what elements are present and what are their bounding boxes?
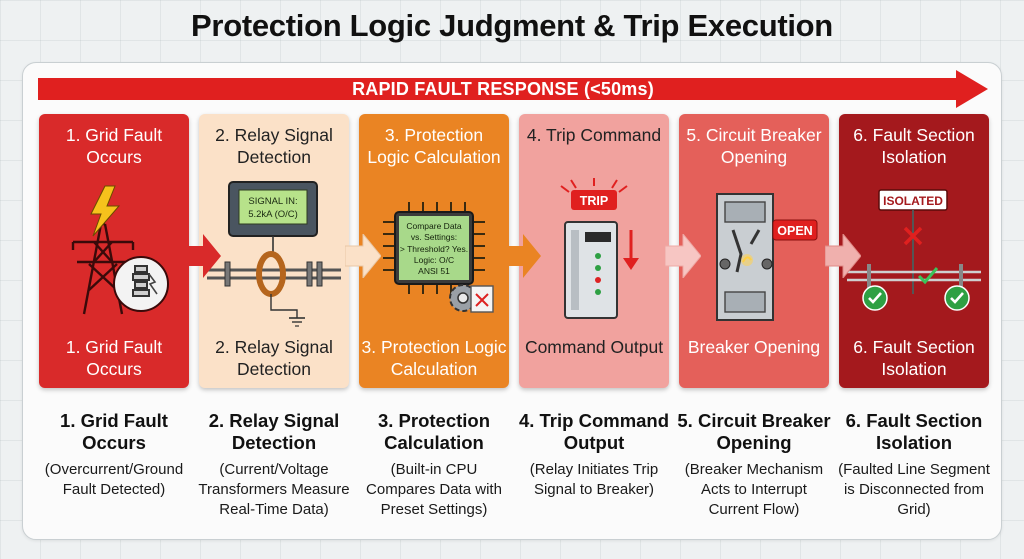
description-title: 1. Grid Fault Occurs: [60, 410, 168, 453]
arrow-right-icon: [185, 234, 221, 278]
card-title: 1. Grid Fault Occurs: [65, 125, 163, 167]
card-caption: 3. Protection Logic Calculation: [361, 337, 507, 379]
arrow-right-icon: [345, 234, 381, 278]
card-title: 4. Trip Command: [526, 125, 662, 145]
description-title: 5. Circuit Breaker Opening: [677, 410, 831, 453]
isolated-line-icon: ISOLATED: [847, 189, 981, 311]
card-title: 5. Circuit Breaker Opening: [686, 125, 822, 167]
step-description-5: 5. Circuit Breaker Opening (Breaker Mech…: [674, 410, 834, 520]
description-title: 6. Fault Section Isolation: [845, 410, 983, 453]
step-description-1: 1. Grid Fault Occurs (Overcurrent/Ground…: [34, 410, 194, 500]
current-transformer-icon: SIGNAL IN: 5.2kA (O/C): [207, 181, 341, 327]
relay-display-line1: SIGNAL IN:: [248, 196, 297, 207]
chip-line1: Compare Data: [406, 221, 462, 231]
description-title: 4. Trip Command Output: [518, 410, 670, 453]
card-title: 3. Protection Logic Calculation: [367, 125, 501, 167]
card-caption: Command Output: [524, 337, 664, 357]
step-card-protection-logic: 3. Protection Logic Calculation Compare: [359, 114, 509, 388]
trip-relay-icon: TRIP: [560, 178, 639, 319]
circuit-breaker-icon: OPEN: [716, 193, 818, 321]
trip-badge: TRIP: [580, 194, 608, 208]
step-card-fault-isolation: 6. Fault Section Isolation ISOLATED 6. F…: [839, 114, 989, 388]
banner-arrow-icon: [38, 70, 988, 108]
arrow-right-icon: [505, 234, 541, 278]
step-card-grid-fault: 1. Grid Fault Occurs 1. Grid Fault Occur…: [39, 114, 189, 388]
cpu-chip-icon: Compare Data vs. Settings: > Threshold? …: [383, 202, 494, 313]
card-title: 2. Relay Signal Detection: [215, 125, 333, 167]
step-card-trip-command: 4. Trip Command TRIP Command Output: [519, 114, 669, 388]
open-badge: OPEN: [777, 224, 812, 238]
card-caption: Breaker Opening: [687, 337, 821, 357]
chip-line2: vs. Settings:: [411, 232, 457, 242]
description-text: (Built-in CPU Compares Data with Preset …: [366, 461, 502, 518]
banner-label: RAPID FAULT RESPONSE (<50ms): [352, 79, 654, 99]
step-description-6: 6. Fault Section Isolation (Faulted Line…: [834, 410, 994, 520]
page-title: Protection Logic Judgment & Trip Executi…: [191, 8, 833, 43]
card-caption: 1. Grid Fault Occurs: [65, 337, 163, 379]
description-text: (Overcurrent/Ground Fault Detected): [44, 461, 184, 498]
isolated-badge: ISOLATED: [883, 194, 943, 208]
step-description-4: 4. Trip Command Output (Relay Initiates …: [514, 410, 674, 500]
response-banner: RAPID FAULT RESPONSE (<50ms): [38, 70, 988, 108]
step-card-breaker-opening: 5. Circuit Breaker Opening OPEN Breaker …: [679, 114, 829, 388]
check-icon-left: [862, 285, 888, 311]
description-text: (Current/Voltage Transformers Measure Re…: [198, 461, 350, 518]
chip-line5: ANSI 51: [418, 266, 450, 276]
arrow-right-icon: [665, 234, 701, 278]
step-card-relay-signal: 2. Relay Signal Detection SIGNAL IN: 5.2…: [199, 114, 349, 388]
chip-line3: > Threshold? Yes.: [400, 244, 468, 254]
description-text: (Breaker Mechanism Acts to Interrupt Cur…: [684, 461, 824, 518]
card-caption: 6. Fault Section Isolation: [853, 337, 975, 379]
description-text: (Faulted Line Segment is Disconnected fr…: [838, 461, 990, 518]
card-title: 6. Fault Section Isolation: [853, 125, 975, 167]
check-icon-right: [944, 285, 970, 311]
description-title: 3. Protection Calculation: [377, 410, 491, 453]
relay-display-line2: 5.2kA (O/C): [248, 209, 298, 220]
card-caption: 2. Relay Signal Detection: [215, 337, 333, 379]
arrow-right-icon: [825, 234, 861, 278]
transmission-tower-lightning-icon: [71, 185, 169, 315]
description-text: (Relay Initiates Trip Signal to Breaker): [529, 461, 659, 498]
chip-line4: Logic: O/C: [414, 255, 454, 265]
description-title: 2. Relay Signal Detection: [208, 410, 340, 453]
step-description-2: 2. Relay Signal Detection (Current/Volta…: [194, 410, 354, 520]
step-description-3: 3. Protection Calculation (Built-in CPU …: [354, 410, 514, 520]
gear-icon: [449, 284, 477, 312]
